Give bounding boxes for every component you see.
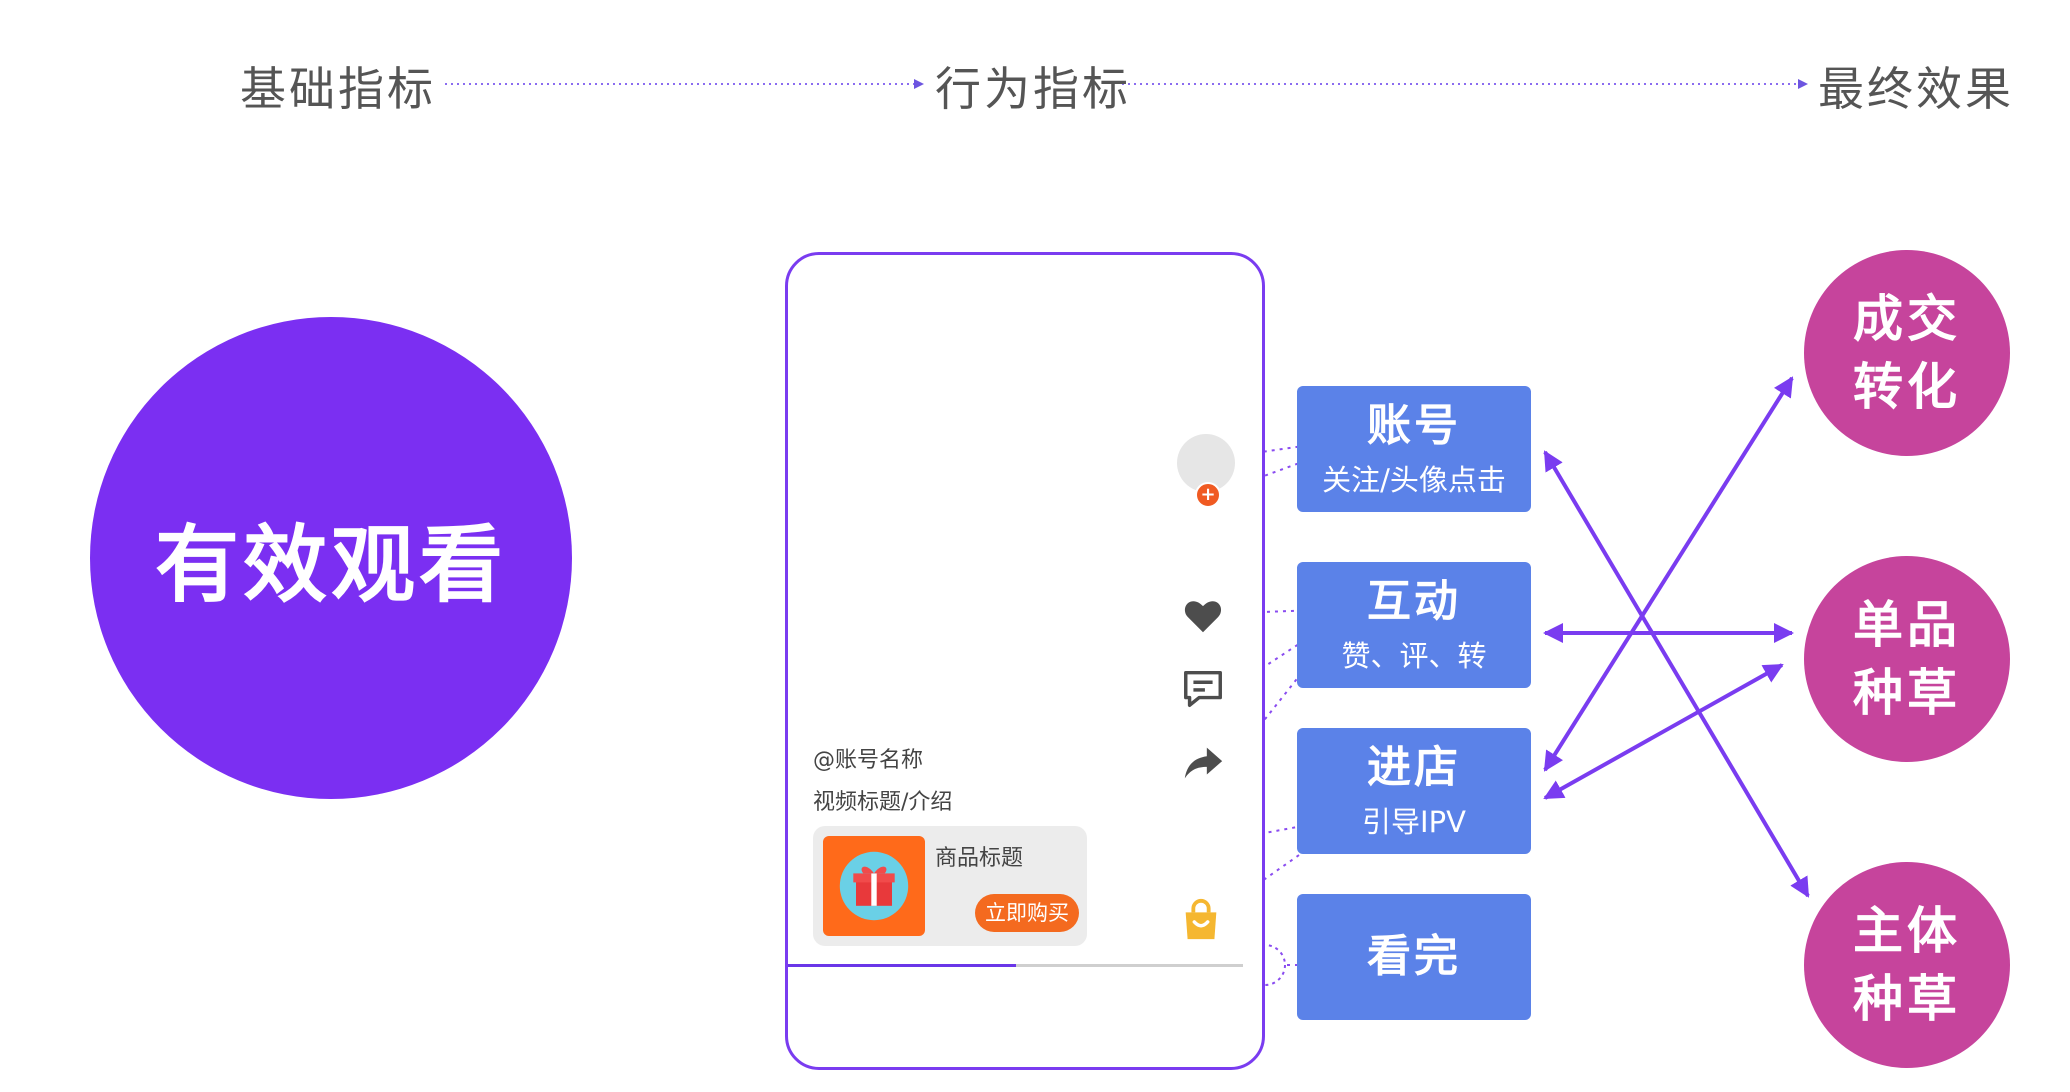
product-thumbnail	[823, 836, 925, 936]
buy-now-button[interactable]: 立即购买	[975, 894, 1079, 932]
result-line: 转化	[1853, 358, 1961, 416]
metric-box-finish-watching: 看完	[1297, 894, 1531, 1020]
metric-title: 进店	[1367, 742, 1461, 793]
result-line: 种草	[1853, 664, 1961, 722]
metric-title: 互动	[1367, 576, 1461, 627]
result-circle-product-seeding: 单品 种草	[1804, 556, 2010, 762]
result-circle-brand-seeding: 主体 种草	[1804, 862, 2010, 1068]
metric-box-account: 账号 关注/头像点击	[1297, 386, 1531, 512]
gift-icon	[839, 851, 909, 921]
product-card[interactable]: 商品标题 立即购买	[813, 826, 1087, 946]
result-circle-conversion: 成交 转化	[1804, 250, 2010, 456]
result-line: 单品	[1853, 596, 1961, 654]
heart-icon[interactable]	[1180, 592, 1226, 638]
core-metric-label: 有效观看	[154, 515, 507, 614]
metric-subtitle: 关注/头像点击	[1322, 463, 1506, 497]
share-icon[interactable]	[1180, 740, 1226, 786]
result-line: 主体	[1853, 902, 1961, 960]
metric-title: 账号	[1367, 400, 1461, 451]
arrow-store-to-conversion	[1543, 376, 1794, 772]
product-title-text: 商品标题	[935, 846, 1024, 871]
arrow-store-to-product-seeding	[1543, 663, 1784, 800]
phone-mockup	[785, 252, 1265, 1070]
shopping-bag-icon[interactable]	[1178, 897, 1224, 943]
playback-progress-fill	[788, 964, 1016, 967]
result-line: 成交	[1853, 290, 1961, 348]
stage-label-behavior: 行为指标	[935, 62, 1131, 116]
metric-box-store-visit: 进店 引导IPV	[1297, 728, 1531, 854]
metric-subtitle: 赞、评、转	[1341, 639, 1487, 673]
metric-title: 看完	[1367, 931, 1461, 982]
stage-label-basic: 基础指标	[240, 62, 436, 116]
follow-plus-icon[interactable]: +	[1195, 482, 1221, 508]
video-title-text: 视频标题/介绍	[813, 790, 953, 815]
metric-box-interaction: 互动 赞、评、转	[1297, 562, 1531, 688]
arrow-account-to-brand-seeding	[1543, 450, 1810, 898]
metric-subtitle: 引导IPV	[1362, 805, 1466, 839]
core-metric-circle: 有效观看	[90, 317, 572, 799]
stage-label-final: 最终效果	[1818, 62, 2014, 116]
result-line: 种草	[1853, 970, 1961, 1028]
account-name-text[interactable]: @账号名称	[813, 748, 924, 773]
comment-icon[interactable]	[1180, 665, 1226, 711]
playback-progress-bar[interactable]	[788, 964, 1243, 967]
